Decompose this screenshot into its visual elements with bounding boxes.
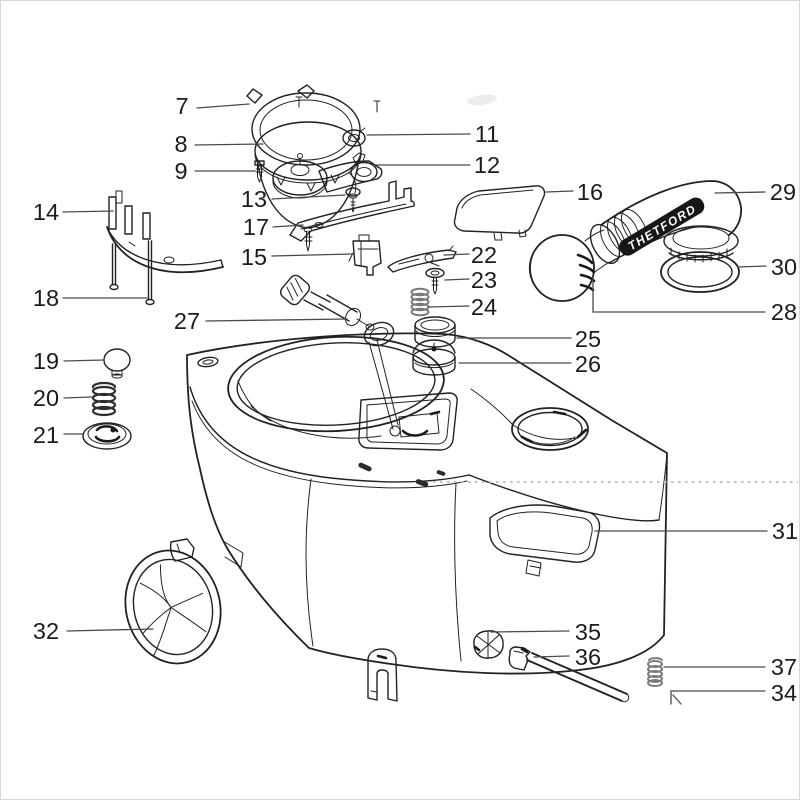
callout-32: 32	[33, 618, 59, 644]
callout-37: 37	[771, 654, 797, 680]
leader-line-19	[63, 359, 105, 362]
leader-line-7	[196, 103, 250, 109]
part-13-screw	[345, 187, 361, 213]
part-24-spring	[410, 287, 430, 317]
part-9-screw	[254, 160, 265, 183]
part-11-ring-nut	[342, 127, 366, 147]
callout-31: 31	[772, 518, 798, 544]
leader-line-13	[271, 194, 346, 200]
callout-18: 18	[33, 285, 59, 311]
part-8-funnel-bowl	[254, 121, 362, 252]
callout-11: 11	[475, 121, 499, 147]
leader-line-15	[271, 253, 353, 257]
leader-line-35	[490, 630, 570, 633]
part-30-o-ring	[660, 251, 740, 293]
leader-line-32	[66, 628, 154, 632]
leader-line-11	[366, 133, 471, 136]
callout-24: 24	[471, 294, 497, 320]
callout-7: 7	[175, 93, 188, 119]
part-17-lever-bracket	[289, 180, 415, 242]
callout-30: 30	[771, 254, 797, 280]
leader-line-28	[592, 276, 766, 313]
leader-line-34	[670, 690, 766, 705]
callout-21: 21	[33, 422, 59, 448]
callout-13: 13	[241, 186, 267, 212]
leader-line-30	[737, 265, 767, 268]
callout-22: 22	[471, 242, 497, 268]
callout-15: 15	[241, 244, 267, 270]
callout-27: 27	[174, 308, 200, 334]
part-19-cap	[103, 348, 131, 379]
leader-line-22	[443, 253, 470, 256]
callout-36: 36	[575, 644, 601, 670]
part-28-measuring-cap	[528, 229, 610, 302]
leader-line-36	[533, 655, 570, 658]
callout-26: 26	[575, 351, 601, 377]
part-15-valve-block	[348, 234, 382, 276]
callout-14: 14	[33, 199, 59, 225]
part-37-spring	[647, 657, 663, 687]
leader-line-24	[428, 305, 470, 308]
watermark-smudge	[467, 94, 497, 106]
leader-line-16	[545, 190, 574, 193]
leader-line-27	[205, 318, 348, 322]
leader-line-8	[194, 143, 264, 146]
part-32-wheel	[124, 549, 222, 665]
leader-line-29	[714, 191, 766, 194]
callout-9: 9	[174, 158, 187, 184]
leader-line-14	[62, 210, 114, 213]
part-12-cam-disc-assembly	[272, 152, 383, 199]
part-31-waste-tank	[186, 332, 668, 675]
part-23-screw-washer	[425, 267, 445, 295]
callout-29: 29	[770, 179, 796, 205]
part-mounting-bracket	[367, 648, 398, 702]
leader-line-20	[63, 396, 93, 399]
leader-line-17	[272, 224, 304, 228]
part-29-pour-out-spout: THETFORD	[589, 180, 742, 265]
callout-35: 35	[575, 619, 601, 645]
callout-8: 8	[174, 131, 187, 157]
callout-25: 25	[575, 326, 601, 352]
callout-34: 34	[771, 680, 797, 706]
part-36-clip	[508, 646, 531, 671]
part-20-spring	[91, 381, 117, 417]
leader-line-23	[444, 278, 470, 281]
callout-23: 23	[471, 267, 497, 293]
callout-16: 16	[577, 179, 603, 205]
callout-19: 19	[33, 348, 59, 374]
callout-12: 12	[474, 152, 500, 178]
part-21-seal-grommet	[82, 422, 132, 450]
part-18-leg-pins	[109, 240, 155, 306]
part-35-nut	[473, 630, 504, 659]
part-14-curved-bracket	[106, 190, 224, 274]
callout-28: 28	[771, 299, 797, 325]
part-22-spring-lever	[387, 245, 457, 273]
callout-20: 20	[33, 385, 59, 411]
wheel-axle-tab	[169, 538, 195, 562]
callout-17: 17	[243, 214, 269, 240]
part-34-rod	[526, 652, 630, 703]
part-16-cover-plate	[453, 185, 546, 241]
